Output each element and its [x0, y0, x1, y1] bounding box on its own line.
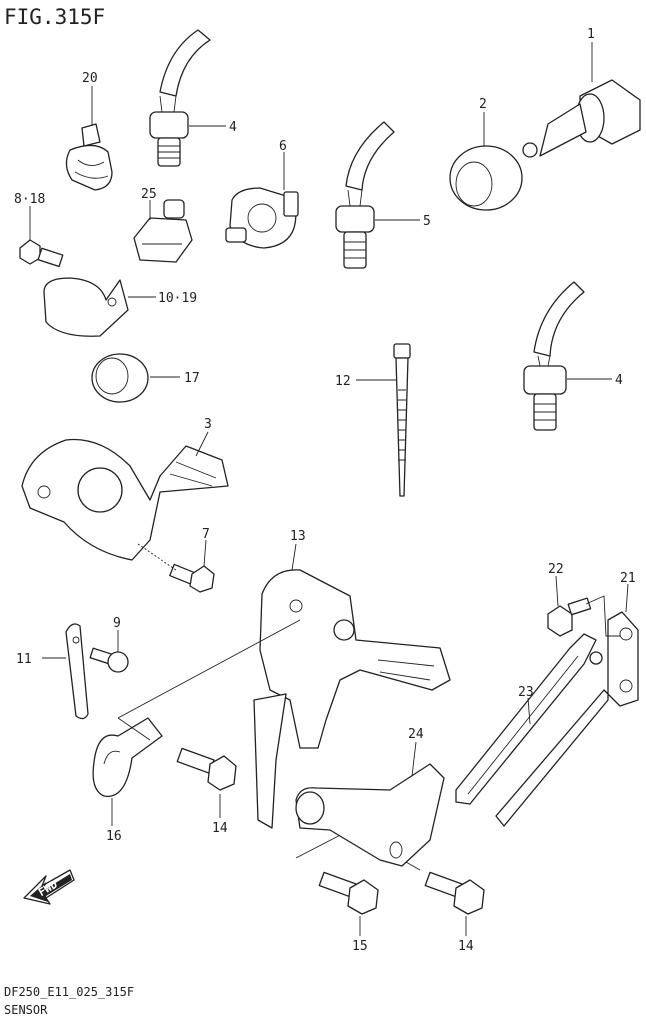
part-2-grommet[interactable]: [449, 145, 523, 211]
figure-title: FIG.315F: [4, 5, 105, 29]
callout-23: 23: [518, 685, 534, 700]
part-24-bracket[interactable]: [295, 763, 445, 867]
callout-6: 6: [279, 139, 287, 154]
callout-15: 15: [352, 939, 368, 954]
part-12-cable-tie[interactable]: [393, 343, 411, 497]
callout-10-19: 10·19: [158, 291, 197, 306]
callout-24: 24: [408, 727, 424, 742]
figure-code: DF250_E11_025_315F: [4, 985, 134, 999]
callout-5: 5: [423, 214, 431, 229]
callout-21: 21: [620, 571, 636, 586]
callout-13: 13: [290, 529, 306, 544]
part-4-sensor-top[interactable]: [149, 29, 211, 167]
callout-17: 17: [184, 371, 200, 386]
part-20-clip[interactable]: [65, 123, 113, 191]
figure-caption: SENSOR: [4, 1003, 48, 1017]
callout-20: 20: [82, 71, 98, 86]
callout-14-right: 14: [458, 939, 474, 954]
part-4-sensor-right[interactable]: [523, 281, 585, 431]
part-25-bracket[interactable]: [133, 199, 193, 263]
callout-11: 11: [16, 652, 32, 667]
callout-2: 2: [479, 97, 487, 112]
part-6-sensor[interactable]: [225, 187, 299, 249]
callout-4-top: 4: [229, 120, 237, 135]
callout-22: 22: [548, 562, 564, 577]
callout-8-18: 8·18: [14, 192, 45, 207]
part-9-screw[interactable]: [89, 647, 129, 673]
part-17-grommet[interactable]: [91, 353, 149, 403]
part-14-bolt-left[interactable]: [176, 747, 237, 791]
part-16-clamp[interactable]: [92, 717, 163, 797]
part-21-bracket[interactable]: [495, 611, 639, 827]
part-7-bolt[interactable]: [169, 563, 215, 593]
callout-25: 25: [141, 187, 157, 202]
callout-9: 9: [113, 616, 121, 631]
part-1-sensor[interactable]: [522, 79, 641, 158]
part-22-bolt[interactable]: [547, 597, 592, 637]
fwd-arrow: FWD: [23, 869, 75, 905]
callout-16: 16: [106, 829, 122, 844]
part-15-bolt[interactable]: [318, 871, 379, 915]
part-11-strap[interactable]: [65, 623, 89, 720]
callout-12: 12: [335, 374, 351, 389]
part-14-bolt-right[interactable]: [424, 871, 485, 915]
part-5-sensor[interactable]: [335, 121, 395, 269]
callout-1: 1: [587, 27, 595, 42]
callout-14-left: 14: [212, 821, 228, 836]
part-23-strap[interactable]: [455, 633, 597, 805]
part-10-19-clamp[interactable]: [43, 277, 129, 337]
callout-3: 3: [204, 417, 212, 432]
callout-7: 7: [202, 527, 210, 542]
callout-4-right: 4: [615, 373, 623, 388]
part-3-bracket[interactable]: [21, 438, 229, 561]
part-8-18-bolt[interactable]: [19, 239, 64, 268]
part-13-main-bracket[interactable]: [253, 569, 451, 829]
